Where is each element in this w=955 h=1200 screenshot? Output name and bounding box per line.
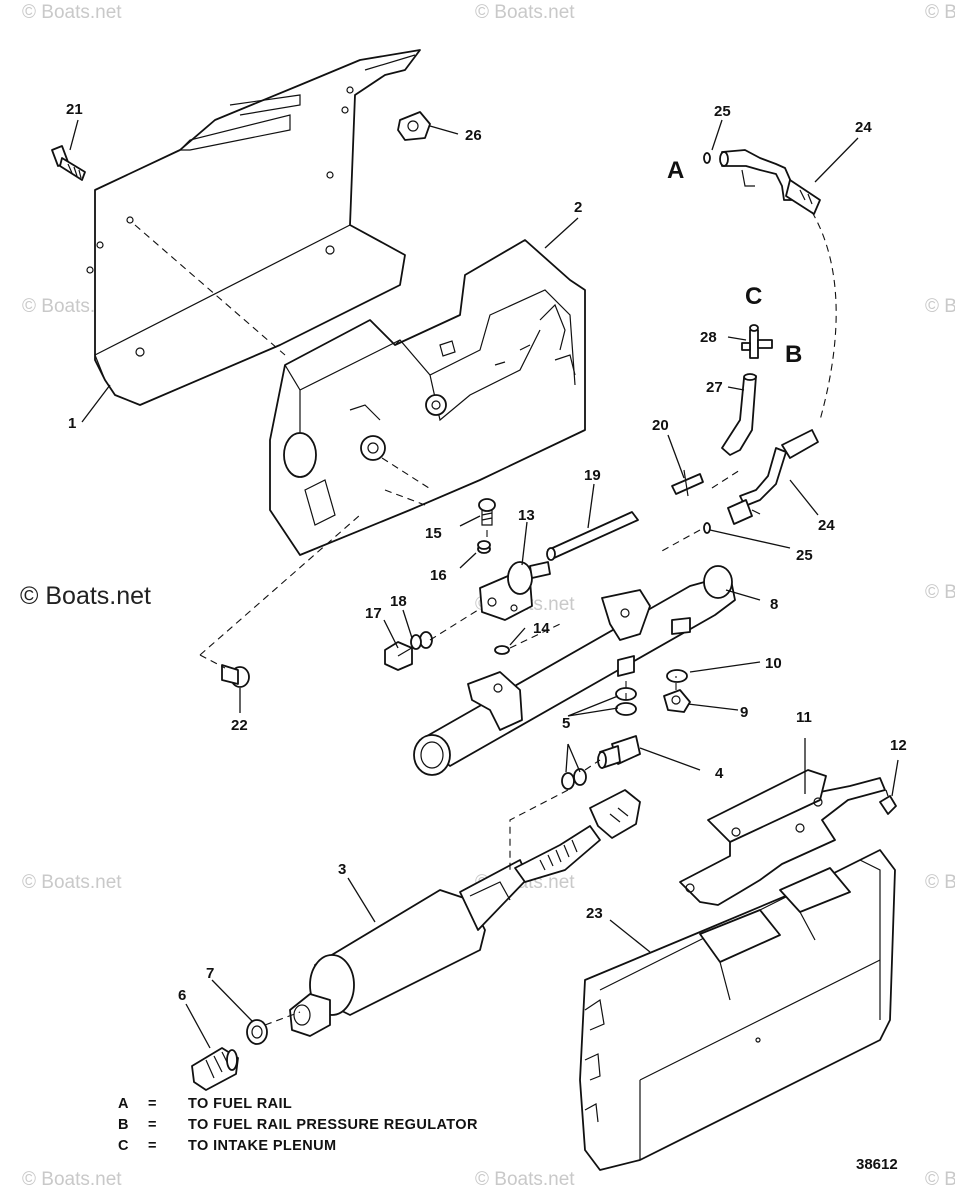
part-27-hose [721, 373, 757, 456]
legend: A = TO FUEL RAIL B = TO FUEL RAIL PRESSU… [118, 1096, 478, 1159]
legend-equals: = [148, 1138, 157, 1154]
callout-12: 12 [890, 737, 907, 754]
part-8-cooler-tube [413, 565, 736, 776]
part-7-washer [246, 1019, 268, 1045]
part-18-oring [410, 631, 433, 650]
callout-labels: 1 2 3 4 5 6 7 8 9 10 11 12 13 14 15 16 1… [66, 101, 907, 1004]
watermark: © Boats.net [925, 2, 955, 23]
callout-25-top: 25 [714, 103, 731, 120]
connection-c: C [745, 283, 762, 310]
part-20-fitting [671, 469, 704, 497]
part-16-washer [477, 540, 491, 554]
callout-9: 9 [740, 704, 748, 721]
watermark: © Boats.net [925, 1169, 955, 1190]
callout-3: 3 [338, 861, 346, 878]
part-24-fuel-line [719, 149, 821, 215]
watermark: © Boats.net [22, 872, 122, 893]
watermark: © Boats.net [925, 296, 955, 317]
connection-b: B [785, 341, 802, 368]
callout-8: 8 [770, 596, 778, 613]
part-2-housing [269, 239, 586, 556]
callout-6: 6 [178, 987, 186, 1004]
document-number: 38612 [856, 1156, 898, 1173]
part-19-rod [546, 511, 639, 561]
part-9-fitting [663, 689, 691, 713]
watermark: © Boats.net [475, 1169, 575, 1190]
callout-4: 4 [715, 765, 724, 782]
part-15-screw [478, 498, 496, 526]
part-17-bolt [384, 641, 416, 671]
legend-text: TO FUEL RAIL [188, 1096, 293, 1112]
part-21-bolt [51, 145, 86, 181]
part-23-cover [579, 849, 896, 1171]
part-24-fuel-line-lower [727, 429, 819, 525]
assembly-lines [134, 224, 741, 1026]
legend-key: B [118, 1117, 129, 1133]
legend-row: C = TO INTAKE PLENUM [118, 1138, 478, 1159]
connection-a: A [667, 157, 684, 184]
part-12-bolt [879, 789, 897, 815]
part-4-elbow [597, 735, 641, 769]
part-25-oring [703, 152, 711, 534]
watermark: © Boats.net [925, 582, 955, 603]
part-28-tee [741, 324, 773, 359]
legend-row: B = TO FUEL RAIL PRESSURE REGULATOR [118, 1117, 478, 1138]
watermark: © Boats.net [475, 2, 575, 23]
callout-24-bottom: 24 [818, 517, 835, 534]
callout-15: 15 [425, 525, 442, 542]
callout-14: 14 [533, 620, 550, 637]
legend-row: A = TO FUEL RAIL [118, 1096, 478, 1117]
legend-equals: = [148, 1117, 157, 1133]
callout-7: 7 [206, 965, 214, 982]
legend-key: C [118, 1138, 129, 1154]
callout-10: 10 [765, 655, 782, 672]
watermark-text: Boats.net [45, 582, 152, 610]
part-13-fitting [479, 561, 551, 621]
part-6-fitting [191, 1047, 239, 1091]
callout-21: 21 [66, 101, 83, 118]
callout-17: 17 [365, 605, 382, 622]
callout-13: 13 [518, 507, 535, 524]
callout-1: 1 [68, 415, 76, 432]
callout-16: 16 [430, 567, 447, 584]
part-11-bracket [679, 769, 886, 906]
legend-equals: = [148, 1096, 157, 1112]
copyright-icon: © [20, 582, 39, 610]
part-1-bracket [86, 49, 421, 406]
legend-key: A [118, 1096, 129, 1112]
callout-2: 2 [574, 199, 582, 216]
legend-text: TO INTAKE PLENUM [188, 1138, 337, 1154]
callout-25-bottom: 25 [796, 547, 813, 564]
callout-23: 23 [586, 905, 603, 922]
watermark: © Boats.net [22, 2, 122, 23]
connection-labels: A B C [667, 157, 802, 368]
part-26-nut [397, 111, 431, 141]
callout-24-top: 24 [855, 119, 872, 136]
callout-18: 18 [390, 593, 407, 610]
callout-5: 5 [562, 715, 570, 732]
callout-11: 11 [796, 709, 812, 726]
callout-20: 20 [652, 417, 669, 434]
watermark: © Boats.net [22, 1169, 122, 1190]
part-14-clip [494, 645, 510, 655]
callout-27: 27 [706, 379, 723, 396]
part-22-plug [221, 664, 250, 688]
part-10-oring [666, 669, 688, 683]
watermark-large: © Boats.net [20, 582, 151, 611]
leader-lines [69, 119, 899, 1049]
part-3-fuel-pump [289, 789, 641, 1037]
callout-26: 26 [465, 127, 482, 144]
watermark: © Boats.net [925, 872, 955, 893]
callout-22: 22 [231, 717, 248, 734]
callout-19: 19 [584, 467, 601, 484]
legend-text: TO FUEL RAIL PRESSURE REGULATOR [188, 1117, 478, 1133]
callout-28: 28 [700, 329, 717, 346]
